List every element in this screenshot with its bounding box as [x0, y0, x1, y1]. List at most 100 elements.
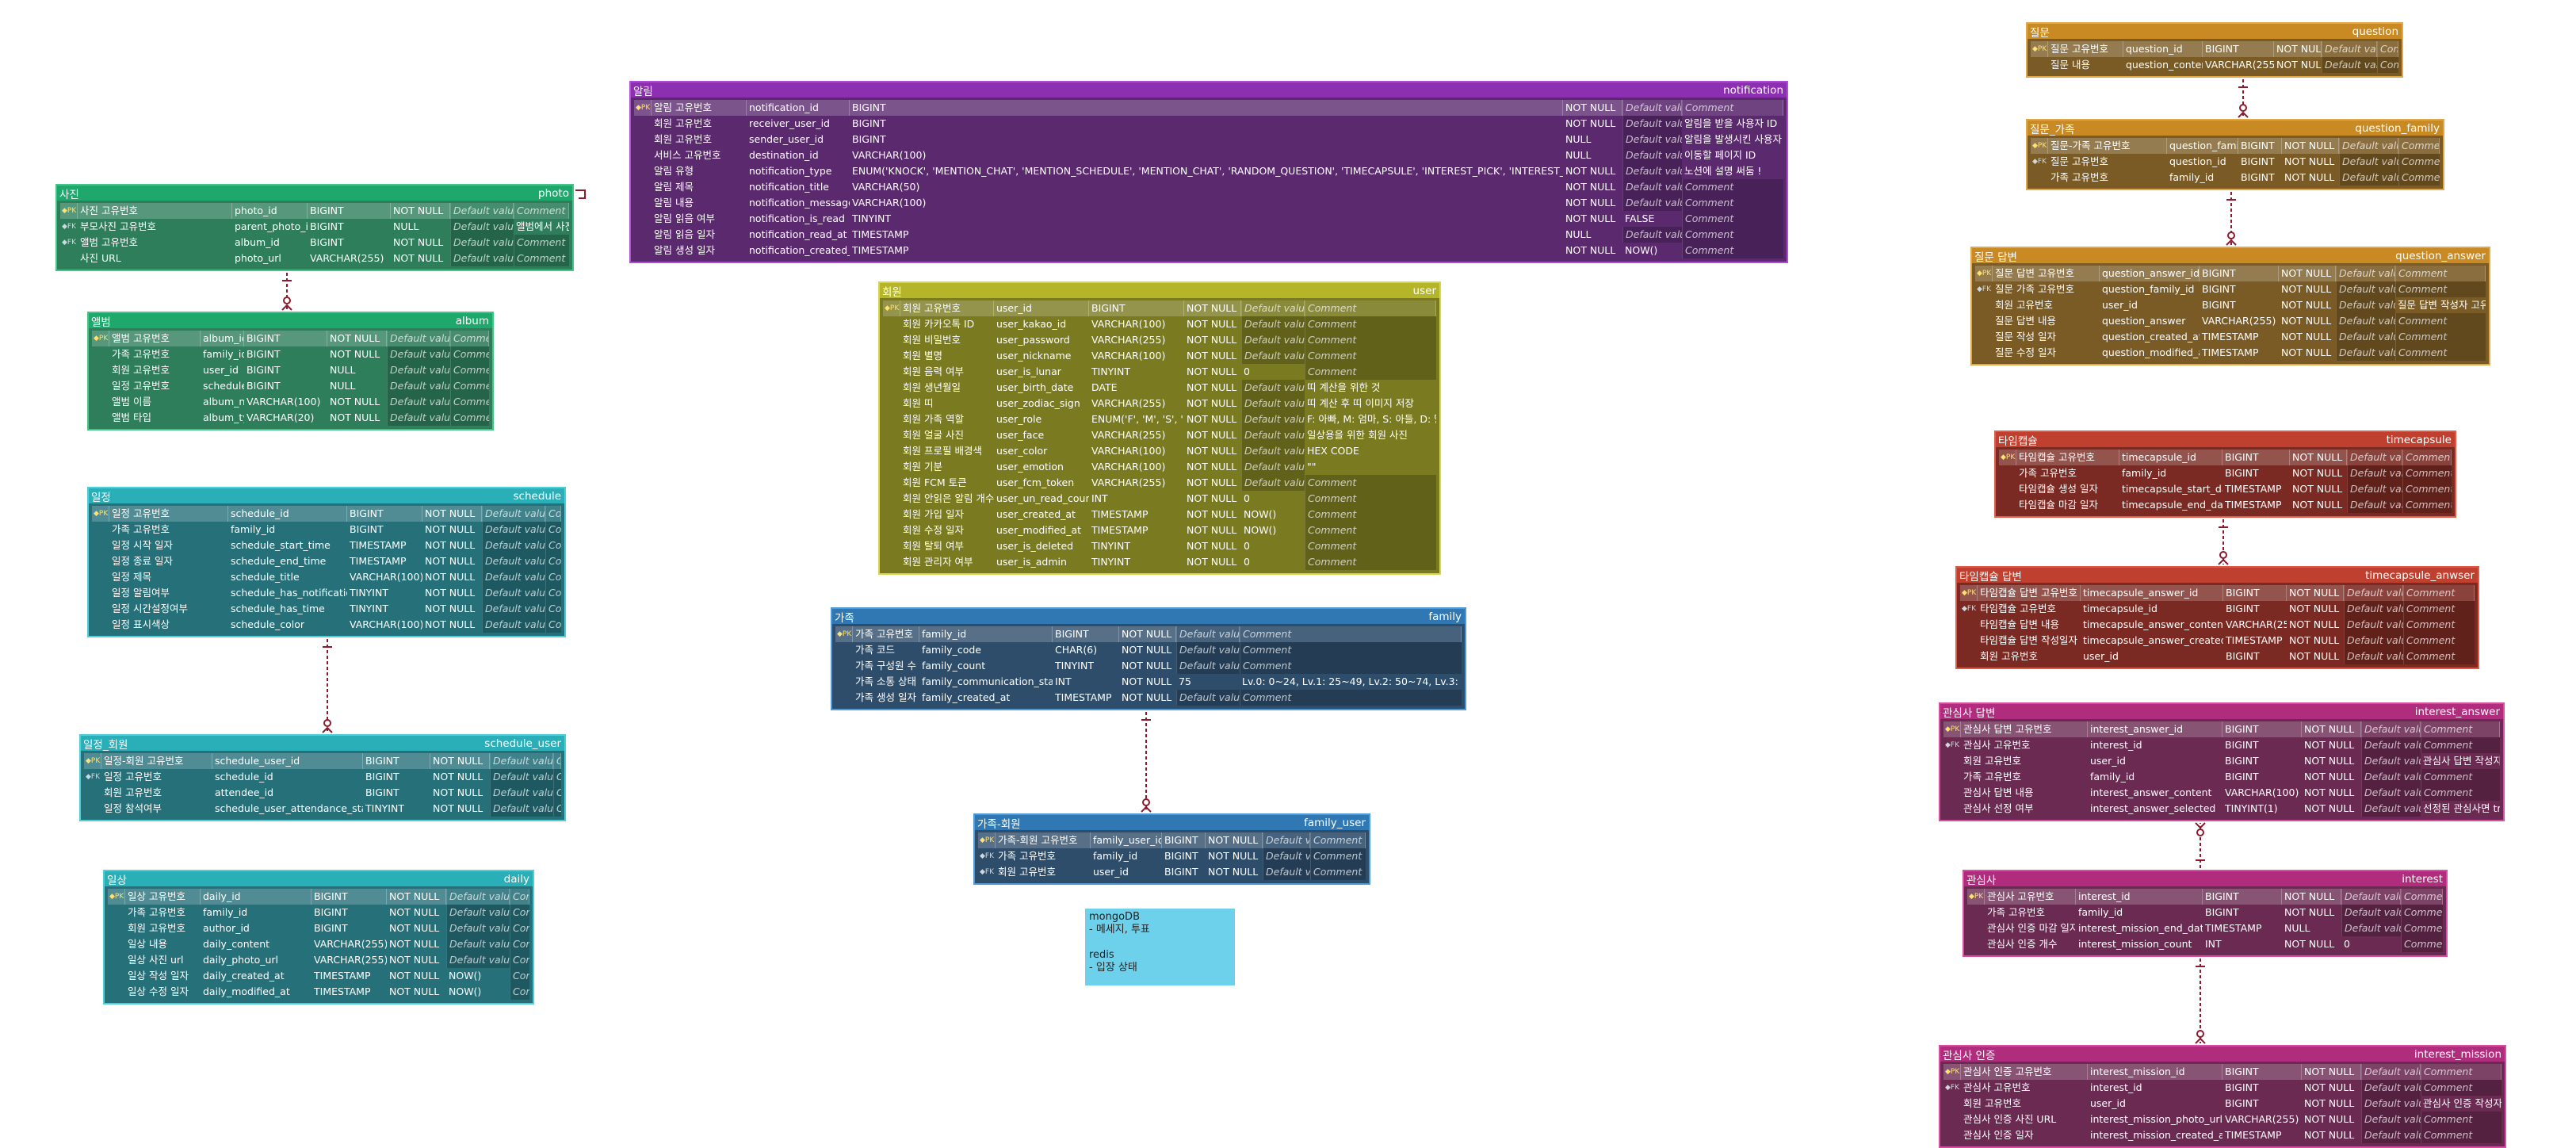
relation-photo-album[interactable]: [281, 273, 292, 311]
column-row[interactable]: 타임캡슐 답변 작성일자timecapsule_answer_created_a…: [1960, 633, 2475, 649]
relation-question-family-question-answer[interactable]: [2226, 192, 2237, 246]
column-row[interactable]: 가족 소통 상태family_communication_statusINTNO…: [835, 674, 1462, 690]
relation-interest-interest-answer[interactable]: [2195, 822, 2206, 868]
relation-family-family-user[interactable]: [1141, 712, 1152, 813]
column-row[interactable]: 알림 생성 일자notification_created_atTIMESTAMP…: [634, 243, 1783, 258]
relation-interest-interest-mission[interactable]: [2195, 959, 2206, 1044]
relation-question-question-family[interactable]: [2238, 79, 2249, 118]
relation-timecapsule-timecapsule-answer[interactable]: [2218, 519, 2229, 565]
column-row[interactable]: 타임캡슐 생성 일자timecapsule_start_dateTIMESTAM…: [1999, 481, 2452, 497]
relation-schedule-schedule-user[interactable]: [322, 639, 333, 733]
column-row[interactable]: 일정 참석여부schedule_user_attendance_statusTI…: [84, 801, 561, 817]
